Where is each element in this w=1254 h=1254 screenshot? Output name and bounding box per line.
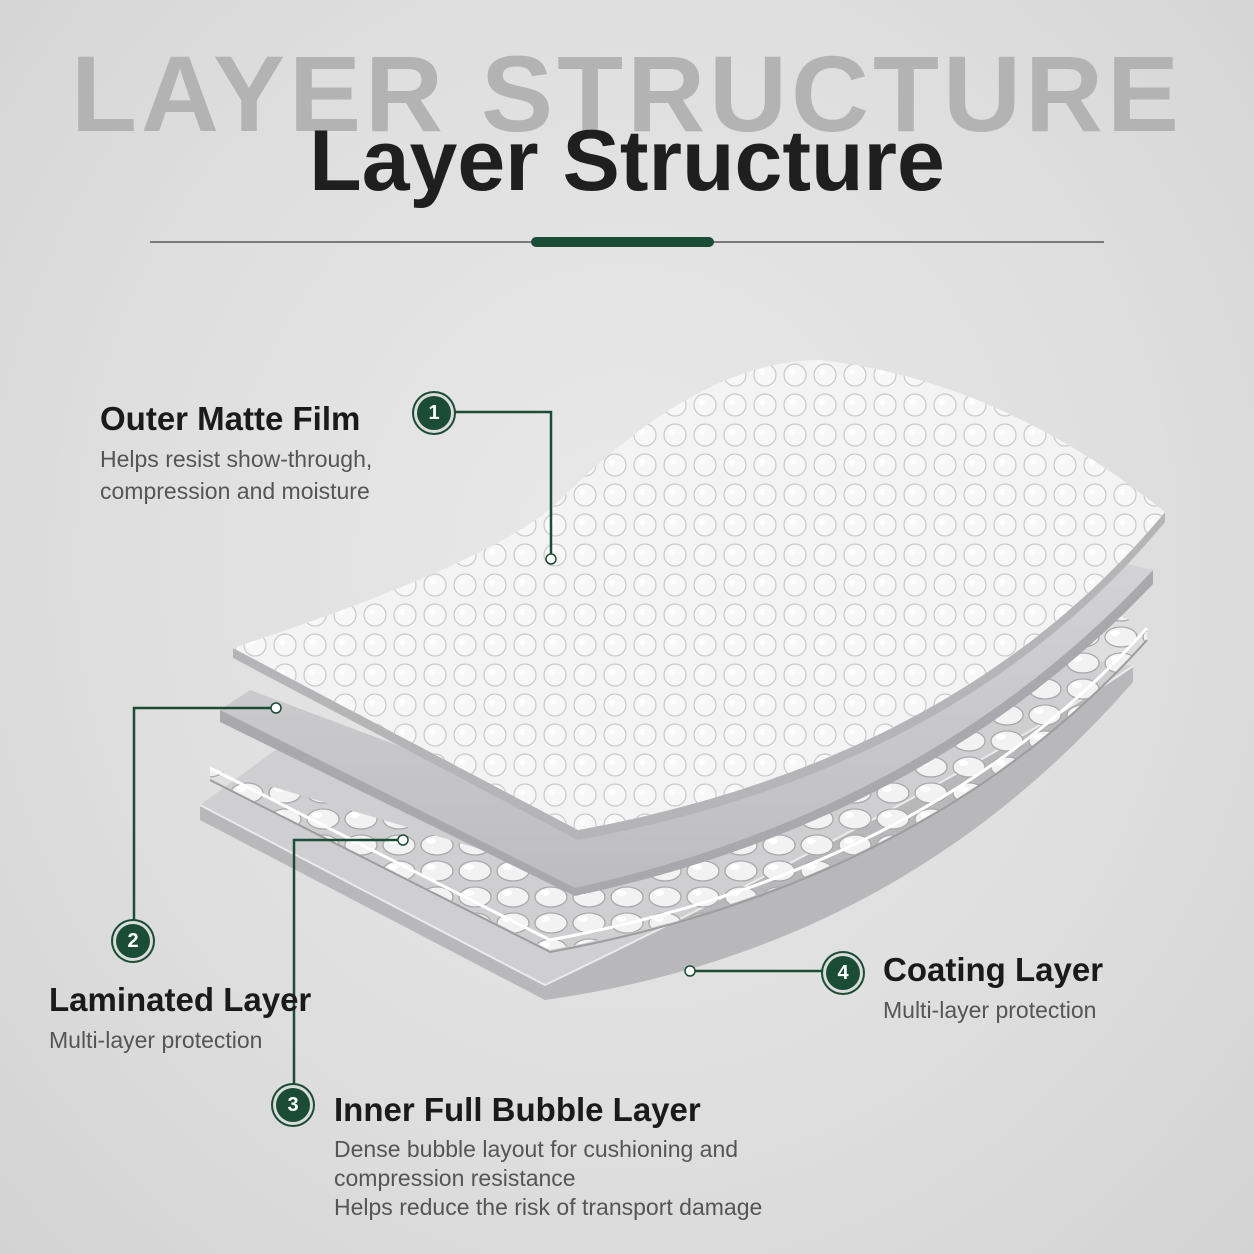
leader-dot-1 xyxy=(545,553,557,565)
number-badge-1: 1 xyxy=(417,396,451,430)
page-title: Layer Structure xyxy=(309,113,945,209)
leader-line-3 xyxy=(292,838,400,1088)
number-badge-3: 3 xyxy=(276,1088,310,1122)
leader-line-1 xyxy=(452,410,553,556)
layer-description: Multi-layer protection xyxy=(49,1027,263,1053)
layer-title: Laminated Layer xyxy=(49,981,312,1018)
layer-title: Outer Matte Film xyxy=(100,400,361,437)
label-inner-full-bubble-layer: Inner Full Bubble Layer Dense bubble lay… xyxy=(334,1091,762,1221)
background-watermark-title: LAYER STRUCTURE xyxy=(70,33,1184,154)
layer-description: Dense bubble layout for cushioning and c… xyxy=(334,1136,763,1220)
label-coating-layer: Coating Layer Multi-layer protection xyxy=(883,951,1103,1027)
layer-description: Helps resist show-through, compression a… xyxy=(100,446,373,504)
leader-line-2 xyxy=(132,706,273,924)
label-laminated-layer: Laminated Layer Multi-layer protection xyxy=(49,981,311,1057)
leader-dot-4 xyxy=(684,965,696,977)
outer-matte-film-sheet xyxy=(233,360,1165,840)
layer-title: Inner Full Bubble Layer xyxy=(334,1091,701,1128)
leader-dot-3 xyxy=(397,834,409,846)
leader-dot-2 xyxy=(270,702,282,714)
layer-description: Multi-layer protection xyxy=(883,997,1097,1023)
label-outer-matte-film: Outer Matte Film Helps resist show-throu… xyxy=(100,400,372,507)
number-badge-2: 2 xyxy=(116,924,150,958)
title-accent-bar xyxy=(531,237,714,247)
layer-title: Coating Layer xyxy=(883,951,1104,988)
number-badge-4: 4 xyxy=(826,956,860,990)
